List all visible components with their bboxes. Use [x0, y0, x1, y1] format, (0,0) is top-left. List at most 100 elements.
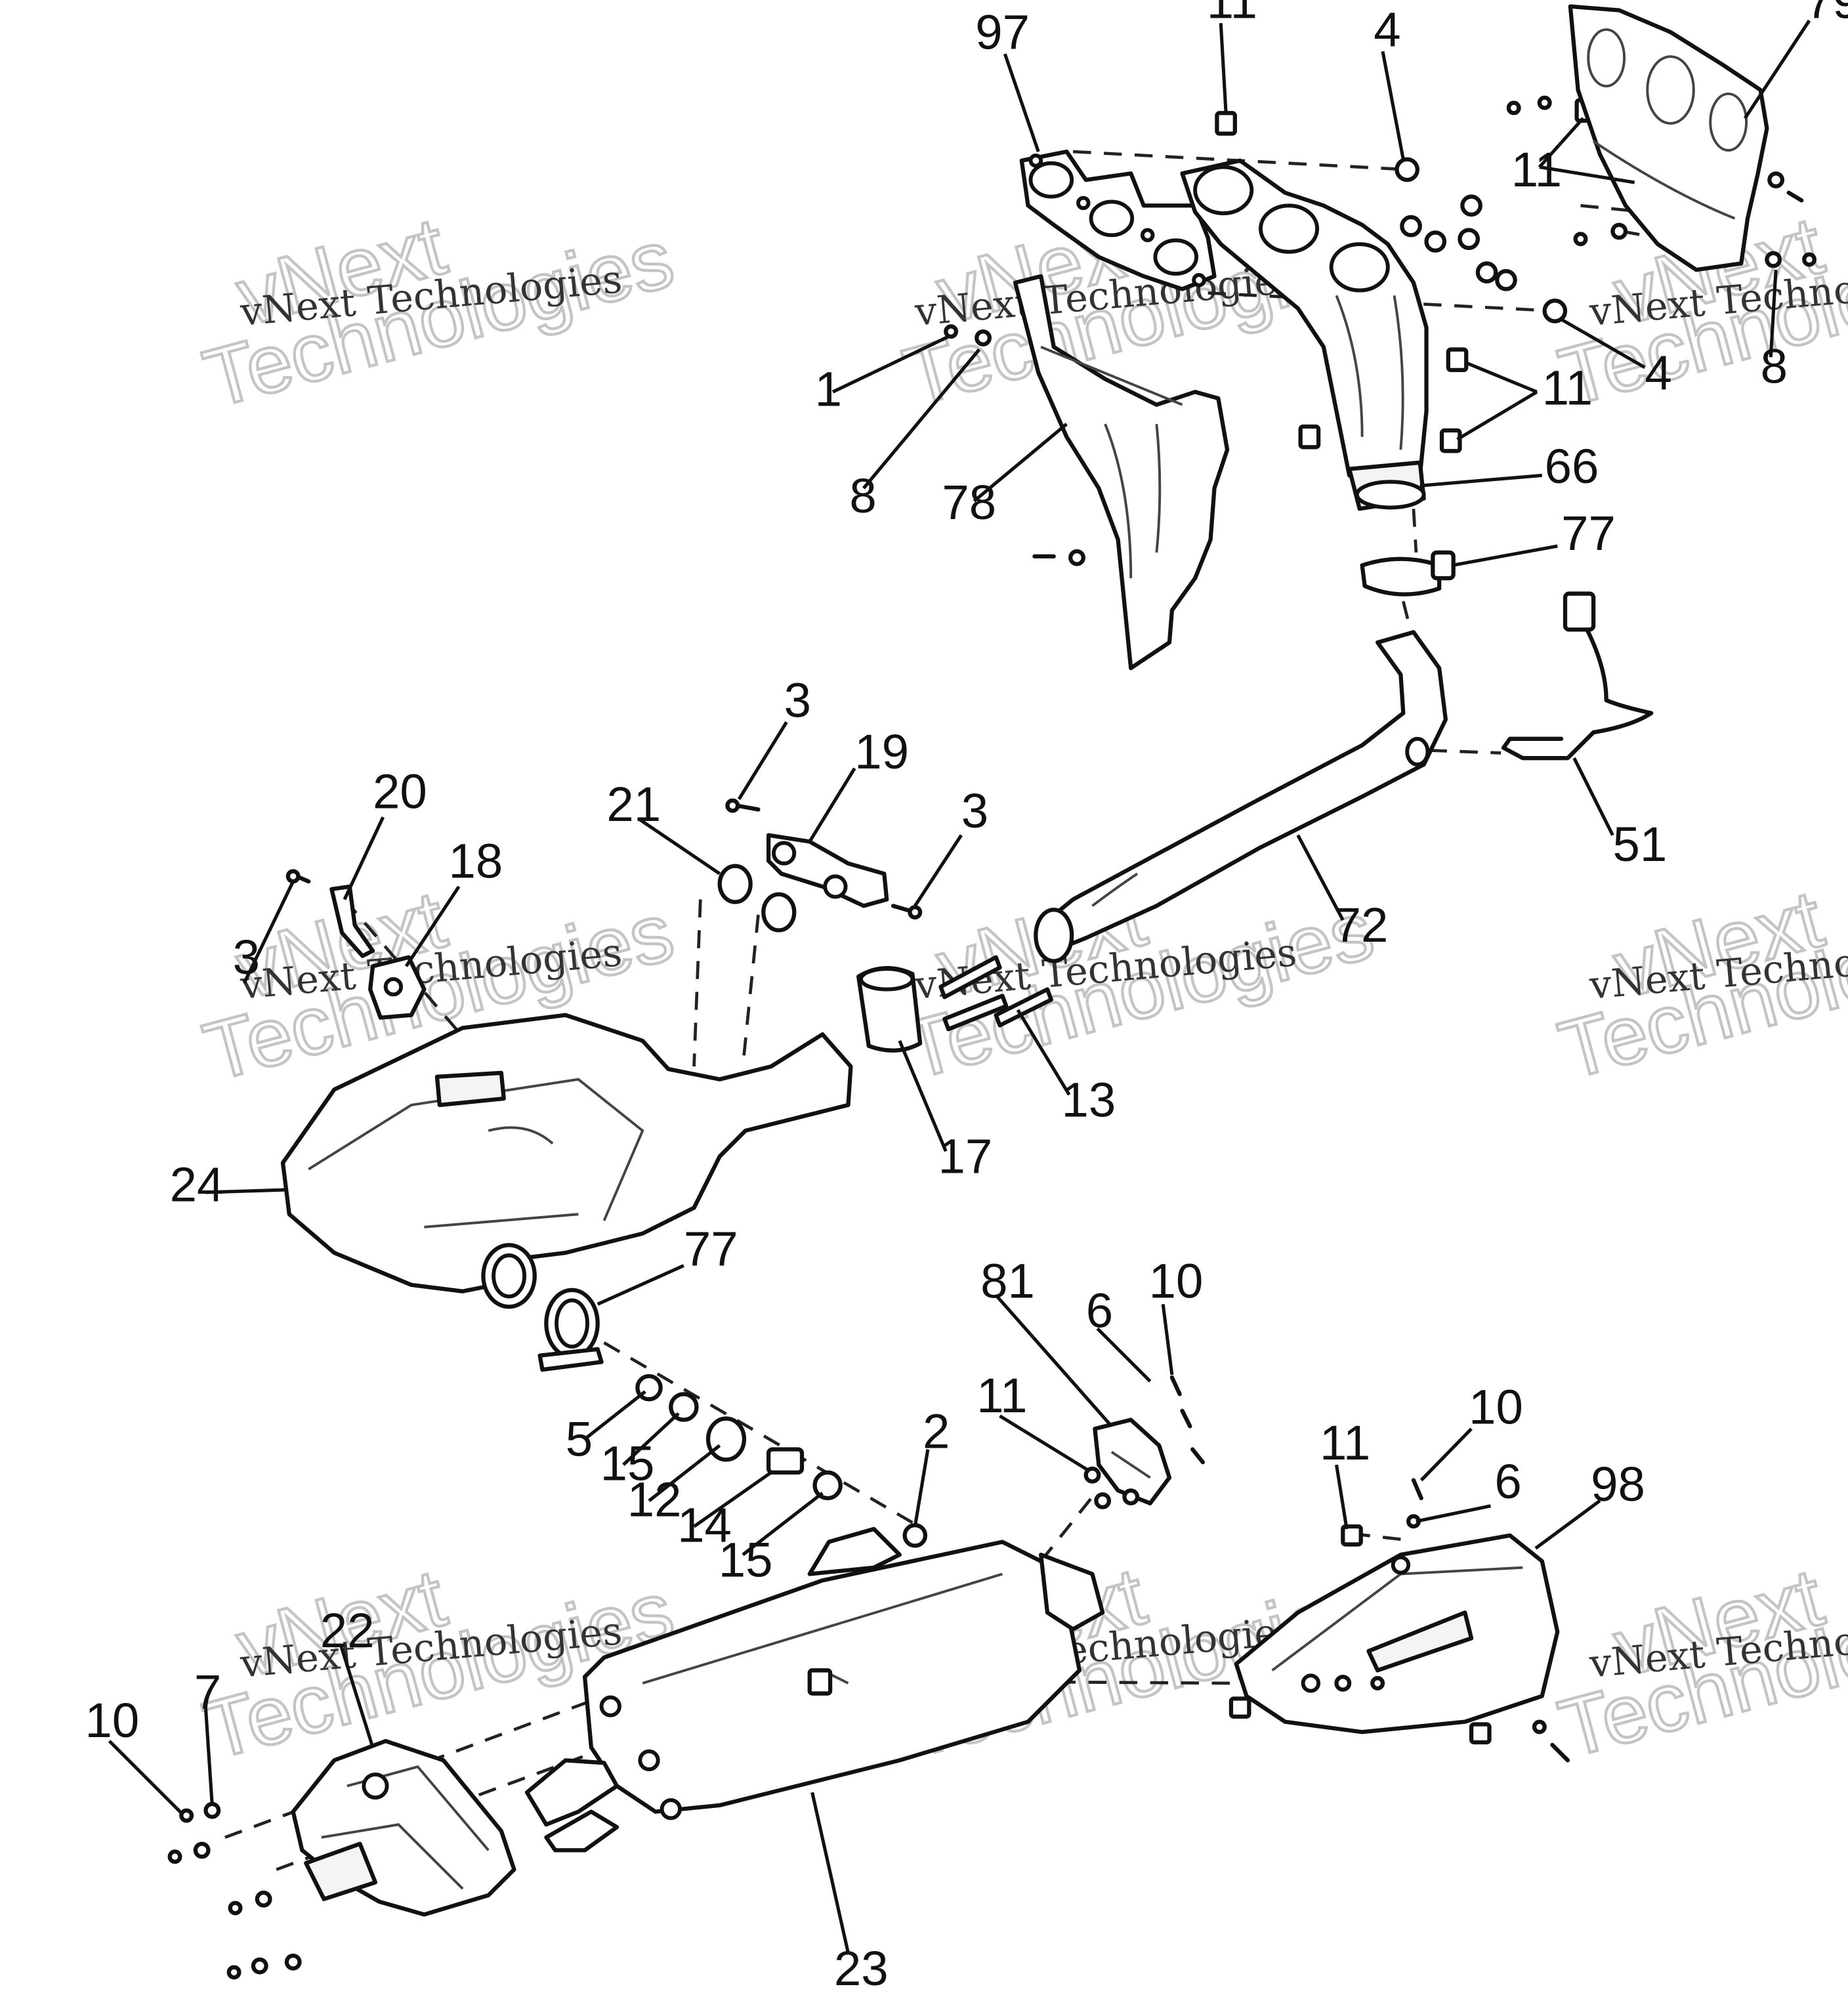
- nut-icon: [1458, 228, 1480, 251]
- callout-79: 79: [1805, 0, 1848, 28]
- clip-icon: [1215, 111, 1237, 136]
- washer-icon: [1068, 549, 1085, 566]
- bushing-icon: [705, 1416, 747, 1462]
- muffler-part-23: [524, 1526, 1105, 1853]
- washer-icon: [255, 1890, 272, 1908]
- callout-11: 11: [1320, 1416, 1370, 1470]
- spacer-icon: [766, 1447, 805, 1475]
- clamp-part-77-top: [1360, 550, 1456, 597]
- bolt-icon: [944, 324, 959, 339]
- washer-icon: [203, 1801, 221, 1819]
- bolt-icon: [1370, 1675, 1385, 1690]
- callout-22: 22: [320, 1603, 375, 1658]
- washer-icon: [1610, 222, 1628, 240]
- end-cap-part-22: [291, 1738, 516, 1917]
- washer-icon: [1767, 171, 1785, 189]
- fasteners-part-22: [167, 1801, 302, 1980]
- clamp-part-77-low: [537, 1288, 604, 1372]
- bolt-icon: [1506, 100, 1521, 116]
- washer-icon: [975, 329, 992, 346]
- leader-lines: [108, 19, 1811, 1954]
- heat-shield-part-98: [1234, 1533, 1560, 1734]
- callout-13: 13: [1061, 1072, 1116, 1127]
- heat-shield-part-78: [1013, 274, 1230, 671]
- heat-shield-part-81: [1093, 1418, 1172, 1505]
- callout-14: 14: [677, 1498, 732, 1553]
- callout-97: 97: [975, 5, 1030, 59]
- bolt-icon: [1537, 95, 1552, 110]
- callout-labels: 97 11 4 79 11 4 8 11 66 1 8 78 77 51 72 …: [85, 0, 1848, 1996]
- watermark-left-upper: vNext Technologies vNext Technologies: [194, 198, 684, 427]
- callout-11: 11: [1542, 361, 1593, 415]
- callout-8: 8: [1761, 339, 1788, 393]
- callout-8: 8: [849, 469, 876, 523]
- clip-icon: [1446, 347, 1469, 373]
- watermark-right-lower: vNext Technologies vNext Technologies: [1549, 1549, 1848, 1776]
- callout-12: 12: [627, 1472, 682, 1526]
- callout-7: 7: [194, 1665, 221, 1719]
- bolt-icon: [1573, 232, 1588, 247]
- bolt-icon: [1802, 252, 1816, 267]
- watermark-right-middle: vNext Technologies vNext Technologies: [1549, 871, 1848, 1098]
- callout-20: 20: [373, 765, 427, 819]
- clip-icon: [1341, 1524, 1363, 1547]
- callout-15: 15: [600, 1437, 655, 1491]
- manifold-nuts: [1395, 157, 1568, 324]
- bolt-icon: [1180, 1408, 1192, 1429]
- washer-icon: [1765, 251, 1782, 268]
- callout-11: 11: [1207, 0, 1257, 28]
- bolt-icon: [226, 1965, 242, 1980]
- callout-2: 2: [923, 1404, 950, 1459]
- callout-18: 18: [449, 833, 503, 888]
- clip-icon: [1298, 424, 1321, 450]
- clip-icon: [1439, 428, 1462, 453]
- callout-77: 77: [684, 1222, 738, 1276]
- callout-6: 6: [1494, 1454, 1521, 1509]
- bolt-icon: [179, 1808, 194, 1823]
- clip-icon: [1122, 1488, 1140, 1505]
- springs-part-13: [938, 955, 1053, 1032]
- callout-98: 98: [1591, 1457, 1645, 1511]
- heat-shield-part-79: [1568, 4, 1769, 272]
- callout-11: 11: [976, 1368, 1027, 1423]
- bolt-icon: [902, 1522, 928, 1548]
- callout-17: 17: [938, 1129, 993, 1184]
- bolt-icon: [1786, 190, 1804, 203]
- callout-78: 78: [942, 475, 996, 530]
- exhaust-manifold: [1180, 158, 1429, 511]
- washer-icon: [1334, 1674, 1352, 1692]
- clip-icon: [1228, 1696, 1251, 1719]
- nut-icon: [1495, 268, 1517, 291]
- callout-5: 5: [566, 1412, 593, 1466]
- callout-11: 11: [1511, 142, 1562, 197]
- o2-sensor-part-51: [1501, 591, 1654, 761]
- nut-icon: [1475, 261, 1498, 284]
- callout-1: 1: [815, 362, 842, 417]
- nut-icon: [1542, 299, 1568, 324]
- bolt-icon: [1169, 1375, 1182, 1396]
- nut-icon: [1395, 157, 1419, 182]
- bolt-icon: [167, 1849, 182, 1864]
- callout-3: 3: [961, 784, 988, 838]
- bolt-icon: [228, 1900, 243, 1916]
- washer-icon: [284, 1953, 302, 1971]
- callout-81: 81: [980, 1254, 1035, 1309]
- callout-21: 21: [606, 777, 661, 831]
- callout-15: 15: [719, 1532, 773, 1587]
- callout-4: 4: [1645, 345, 1671, 400]
- callout-10: 10: [85, 1693, 139, 1748]
- washer-icon: [193, 1841, 211, 1859]
- rubber-mount-part-18: [368, 955, 427, 1020]
- washer-icon: [251, 1957, 268, 1975]
- bracket-part-19: [766, 833, 889, 908]
- bolts-part-3: [285, 798, 923, 920]
- callout-66: 66: [1545, 439, 1599, 494]
- clip-icon: [1469, 1722, 1492, 1745]
- washer-icon: [812, 1470, 843, 1501]
- seal-ring-part-17: [856, 966, 923, 1053]
- callout-3: 3: [233, 930, 260, 984]
- fasteners-left-shield: [944, 324, 1085, 566]
- grommets-part-21: [717, 864, 797, 933]
- callout-77: 77: [1561, 506, 1616, 560]
